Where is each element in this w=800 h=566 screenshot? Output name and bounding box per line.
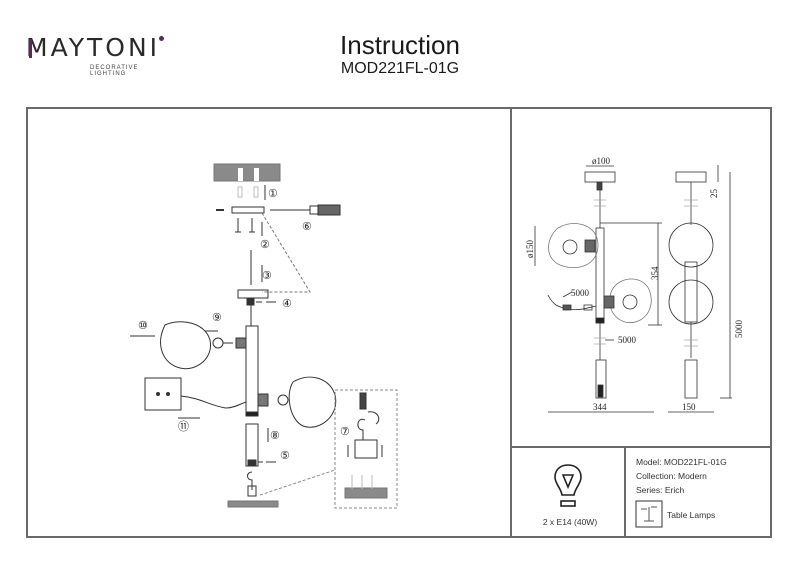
step-7: ⑦ <box>340 426 350 438</box>
dim-total-length: 5000 <box>734 320 744 339</box>
step-10: ⑩ <box>138 320 148 332</box>
dim-cable-plug: 5000 <box>571 288 590 298</box>
step-4: ④ <box>282 298 292 310</box>
dim-canopy-diameter: ø100 <box>592 156 611 166</box>
spec-model: Model: MOD221FL-01G <box>636 457 727 467</box>
dim-width-front: 344 <box>593 402 607 412</box>
dim-body-height: 354 <box>650 266 660 280</box>
dim-cable-lower: 5000 <box>618 335 637 345</box>
logo-accent-stroke <box>29 39 32 58</box>
logo-accent-dot <box>159 36 164 41</box>
page-title: Instruction <box>340 30 460 60</box>
spec-series: Series: Erich <box>636 485 685 495</box>
ceiling-block <box>213 163 281 182</box>
step-5: ⑤ <box>280 450 290 462</box>
model-code: MOD221FL-01G <box>340 60 460 77</box>
step-6: ⑥ <box>302 221 312 233</box>
step-1: ① <box>268 188 278 200</box>
step-3: ③ <box>262 270 272 282</box>
spec-category: Table Lamps <box>667 510 716 520</box>
brand-logo: MAYTONI DECORATIVE LIGHTING <box>26 33 166 77</box>
step-2: ② <box>260 239 270 251</box>
dim-canopy-height: 25 <box>709 189 719 199</box>
step-8: ⑧ <box>270 430 280 442</box>
dim-shade-diameter: ø150 <box>525 240 535 259</box>
spec-inner-divider <box>624 446 626 538</box>
panel-divider <box>510 107 512 538</box>
step-9: ⑨ <box>212 312 222 324</box>
bulb-spec: 2 x E14 (40W) <box>542 517 598 527</box>
spec-divider <box>510 446 772 448</box>
brand-name: MAYTONI <box>26 33 161 62</box>
spec-collection: Collection: Modern <box>636 471 707 481</box>
dim-width-side: 150 <box>682 402 696 412</box>
brand-tagline: DECORATIVE LIGHTING <box>90 65 139 77</box>
assembly-diagram: ① ② ③ ④ ⑤ ⑥ ⑦ ⑧ ⑨ ⑩ ⑪ <box>130 163 398 509</box>
lightbulb-icon <box>554 464 582 507</box>
instruction-frame <box>26 107 772 538</box>
table-lamp-icon <box>635 500 663 528</box>
step-11: ⑪ <box>178 420 189 433</box>
dimension-drawing: ø100 ø150 354 5000 5000 25 5000 344 150 <box>525 156 744 413</box>
